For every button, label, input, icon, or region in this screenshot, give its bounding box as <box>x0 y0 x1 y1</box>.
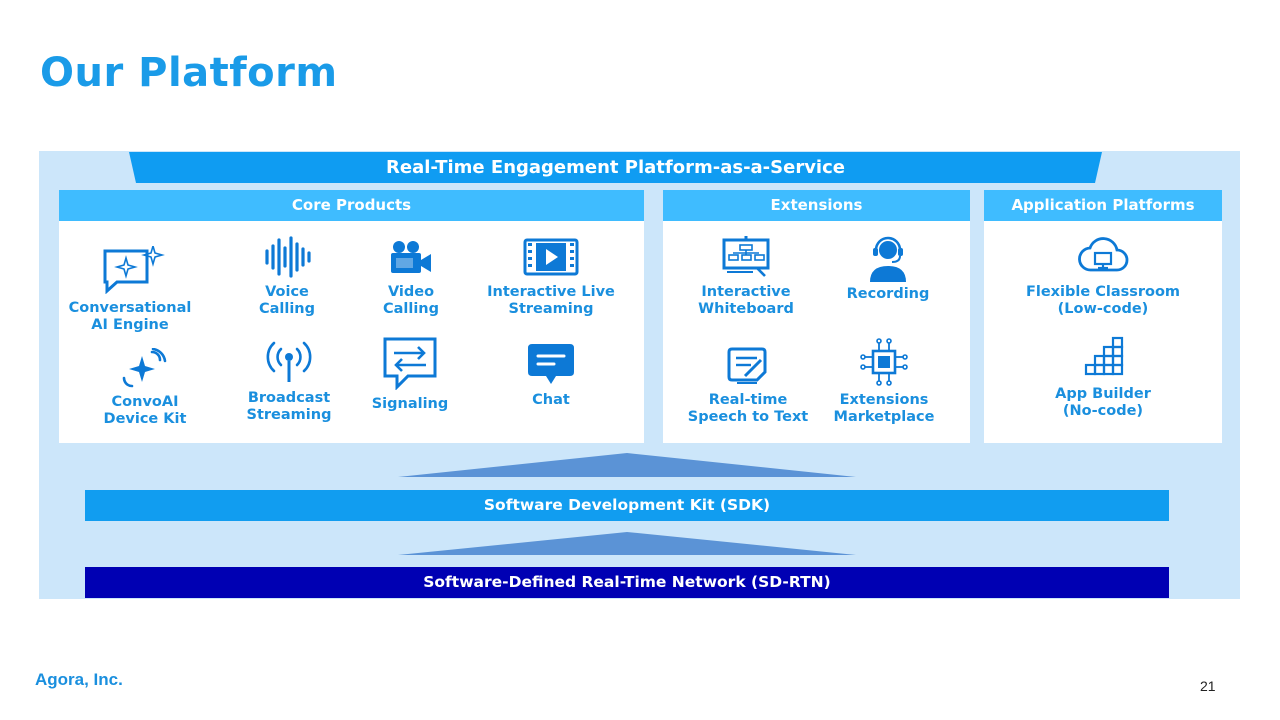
item-label: Video Calling <box>382 284 440 317</box>
core-item-signaling: Signaling <box>335 336 485 413</box>
film-play-icon <box>523 238 579 276</box>
core-item-voice-calling: Voice Calling <box>212 236 362 318</box>
exchange-arrows-icon <box>383 337 437 390</box>
connector-triangle-top <box>398 453 856 477</box>
broadcast-antenna-icon <box>266 341 312 382</box>
item-label: Interactive Whiteboard <box>698 284 794 317</box>
platform-banner: Real-Time Engagement Platform-as-a-Servi… <box>129 152 1102 183</box>
item-label: Chat <box>532 392 570 408</box>
extensions-section: Extensions Interactive Whiteboard Record… <box>663 190 970 443</box>
platform-item-flexible-classroom: Flexible Classroom (Low-code) <box>1013 234 1193 318</box>
page-title: Our Platform <box>40 50 338 96</box>
item-label: Recording <box>846 286 930 302</box>
core-item-conversational-ai: Conversational AI Engine <box>55 246 205 334</box>
chat-bubble-icon <box>528 344 574 384</box>
ai-chat-sparkle-icon <box>103 246 165 294</box>
network-bar: Software-Defined Real-Time Network (SD-R… <box>85 567 1169 598</box>
device-sparkle-icon <box>122 348 167 388</box>
item-label: Real-time Speech to Text <box>687 392 809 425</box>
sdk-bar: Software Development Kit (SDK) <box>85 490 1169 521</box>
core-products-section: Core Products Conversational AI Engine V… <box>59 190 644 443</box>
item-label: Extensions Marketplace <box>833 392 935 425</box>
extension-item-interactive-whiteboard: Interactive Whiteboard <box>671 236 821 318</box>
extension-item-recording: Recording <box>813 236 963 303</box>
blocks-icon <box>1084 336 1124 376</box>
core-item-interactive-live-streaming: Interactive Live Streaming <box>476 236 626 318</box>
core-item-broadcast-streaming: Broadcast Streaming <box>214 340 364 424</box>
item-label: Signaling <box>371 396 449 412</box>
item-label: Flexible Classroom (Low-code) <box>1025 284 1181 317</box>
cloud-screen-icon <box>1078 237 1129 272</box>
core-item-chat: Chat <box>476 342 626 409</box>
core-item-video-calling: Video Calling <box>336 236 486 318</box>
item-label: Voice Calling <box>258 284 316 317</box>
extensions-heading: Extensions <box>663 190 970 221</box>
item-label: Conversational AI Engine <box>68 300 192 333</box>
connector-triangle-bottom <box>398 532 856 555</box>
document-pen-icon <box>727 347 767 384</box>
extension-item-speech-to-text: Real-time Speech to Text <box>673 346 823 426</box>
banner-shape <box>129 152 1102 183</box>
core-products-heading: Core Products <box>59 190 644 221</box>
core-item-convoai-device-kit: ConvoAI Device Kit <box>70 348 220 428</box>
item-label: ConvoAI Device Kit <box>103 394 187 427</box>
item-label: Interactive Live Streaming <box>487 284 615 317</box>
video-camera-icon <box>391 241 431 273</box>
page-number: 21 <box>1200 678 1216 694</box>
extension-item-marketplace: Extensions Marketplace <box>809 338 959 426</box>
soundwave-icon <box>265 236 311 278</box>
item-label: Broadcast Streaming <box>246 390 332 423</box>
banner-title: Real-Time Engagement Platform-as-a-Servi… <box>386 157 845 178</box>
whiteboard-icon <box>722 236 770 277</box>
headset-person-icon <box>870 236 906 282</box>
company-name: Agora, Inc. <box>35 670 123 689</box>
application-platforms-heading: Application Platforms <box>984 190 1222 221</box>
chip-icon <box>860 338 908 386</box>
item-label: App Builder (No-code) <box>1055 386 1151 419</box>
application-platforms-section: Application Platforms Flexible Classroom… <box>984 190 1222 443</box>
platform-item-app-builder: App Builder (No-code) <box>1013 334 1193 420</box>
